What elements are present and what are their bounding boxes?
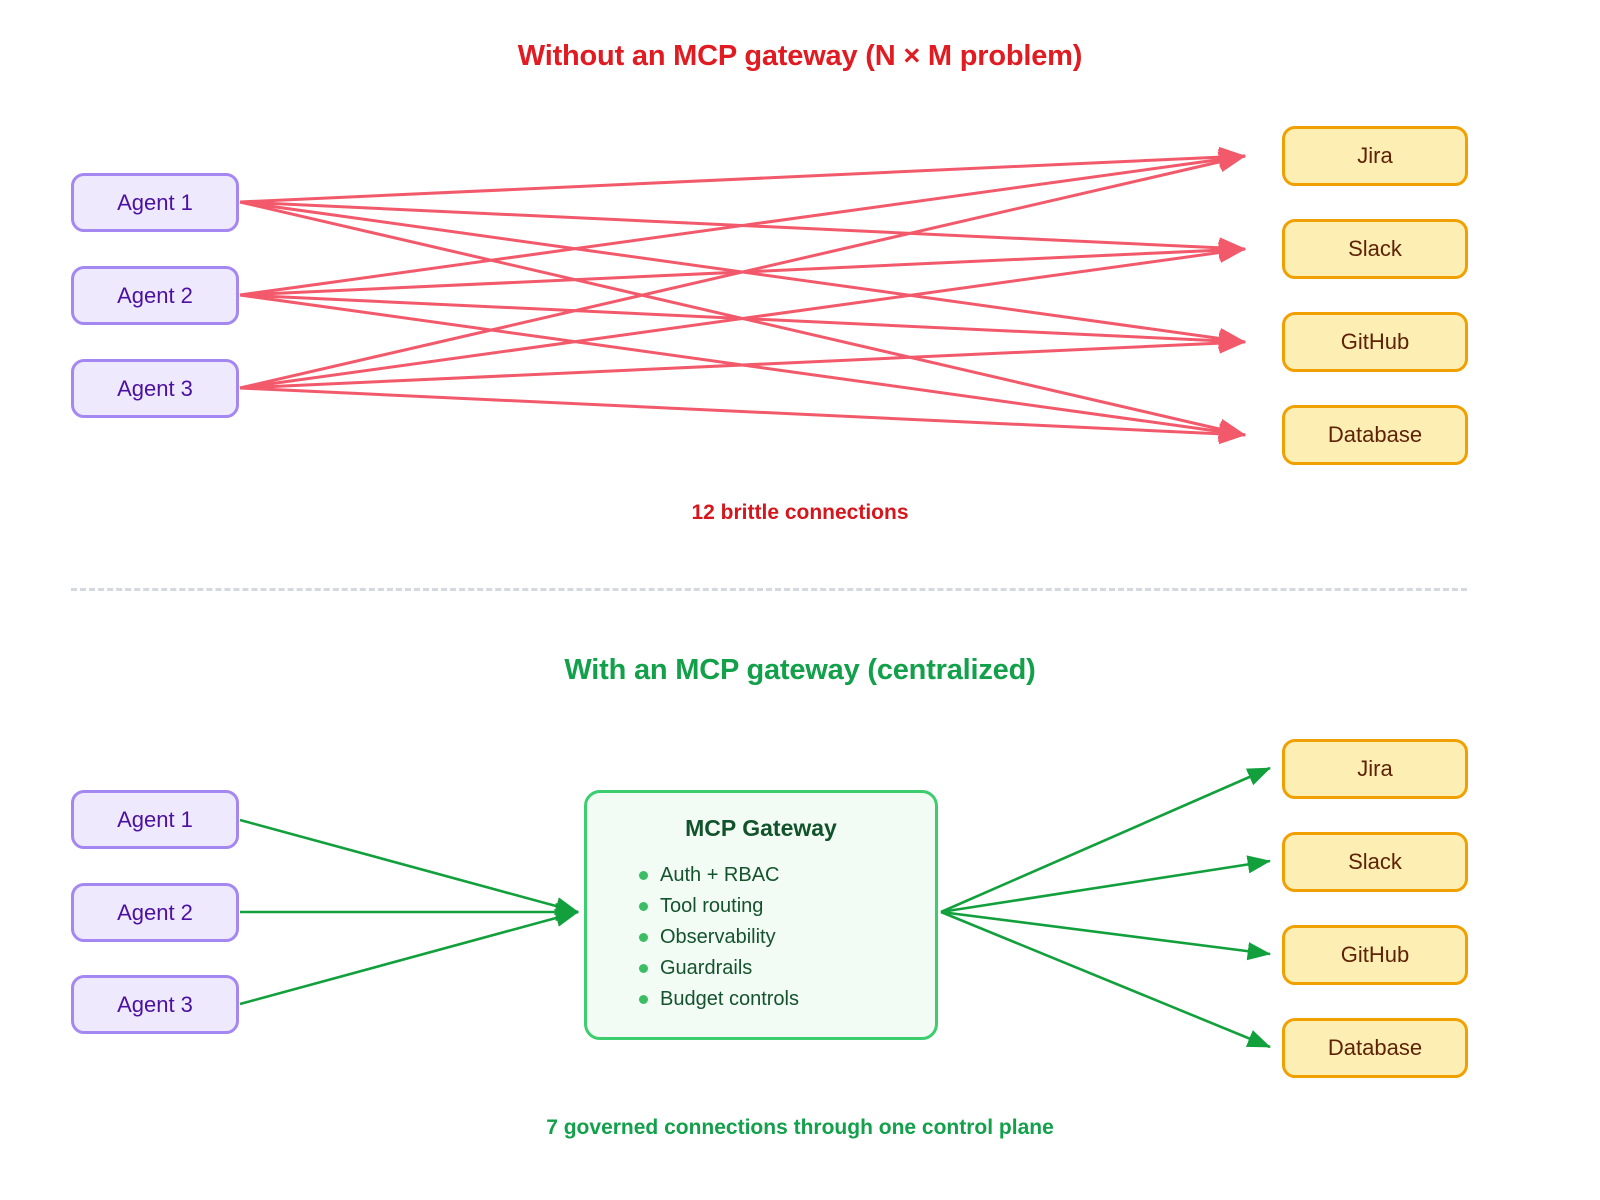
top-agent-1[interactable]: Agent 1 [71,173,239,232]
edge-agent2-slack [239,239,1247,297]
with-gateway-caption: 7 governed connections through one contr… [546,1116,1054,1139]
mcp-gateway-feature-list: Auth + RBAC Tool routing Observability G… [587,860,935,1015]
edge-gateway-jira [940,766,1271,914]
edge-agent1-github [239,200,1247,349]
top-agent-2[interactable]: Agent 2 [71,266,239,325]
edge-agent2-github [239,293,1247,352]
edge-agent3-gateway [239,909,580,1006]
edge-agent1-slack [239,200,1247,259]
edge-gateway-database [940,910,1271,1049]
bottom-tool-jira[interactable]: Jira [1282,739,1468,799]
edge-agent3-slack [239,242,1247,390]
bottom-agent-1[interactable]: Agent 1 [71,790,239,849]
bottom-agent-3[interactable]: Agent 3 [71,975,239,1034]
bottom-agent-2-label: Agent 2 [117,899,193,925]
top-agent-1-label: Agent 1 [117,189,193,215]
top-tool-github[interactable]: GitHub [1282,312,1468,372]
bottom-tool-github-label: GitHub [1340,942,1410,967]
top-tool-slack[interactable]: Slack [1282,219,1468,279]
bottom-tool-database[interactable]: Database [1282,1018,1468,1078]
bottom-tool-slack-label: Slack [1348,849,1402,874]
edges-gateway-to-tools [940,766,1272,1049]
bottom-agent-3-label: Agent 3 [117,991,193,1017]
gateway-feature-item: Auth + RBAC [639,860,935,891]
gateway-feature-label: Auth + RBAC [660,864,780,886]
edge-agent3-database [239,386,1247,445]
top-agent-3-label: Agent 3 [117,375,193,401]
without-gateway-title: Without an MCP gateway (N × M problem) [517,40,1083,72]
gateway-feature-item: Observability [639,922,935,953]
top-agent-2-label: Agent 2 [117,282,193,308]
top-tool-database[interactable]: Database [1282,405,1468,465]
edge-agent2-database [239,293,1247,442]
edge-agent1-jira [239,146,1247,204]
mcp-gateway-title: MCP Gateway [685,815,837,841]
bottom-tool-github[interactable]: GitHub [1282,925,1468,985]
mcp-gateway-box[interactable]: MCP Gateway Auth + RBAC Tool routing Obs… [584,790,938,1040]
gateway-feature-item: Budget controls [639,984,935,1015]
gateway-feature-label: Budget controls [660,988,799,1010]
gateway-feature-item: Tool routing [639,891,935,922]
top-tool-database-label: Database [1327,422,1423,447]
edge-agent1-database [239,200,1247,440]
bottom-agent-2[interactable]: Agent 2 [71,883,239,942]
bottom-tool-jira-label: Jira [1357,756,1393,781]
top-tool-slack-label: Slack [1348,236,1402,261]
bullet-icon [639,871,648,880]
bottom-agent-1-label: Agent 1 [117,806,193,832]
top-agent-3[interactable]: Agent 3 [71,359,239,418]
edge-gateway-github [940,910,1272,961]
with-gateway-title: With an MCP gateway (centralized) [564,654,1036,686]
edge-agent1-gateway [239,818,580,915]
edges-agents-to-gateway [239,818,580,1006]
gateway-feature-item: Guardrails [639,953,935,984]
bullet-icon [639,933,648,942]
edge-gateway-slack [940,855,1272,914]
edge-agent2-jira [239,149,1247,297]
top-tool-jira-label: Jira [1357,143,1393,168]
bullet-icon [639,964,648,973]
gateway-feature-label: Observability [660,926,776,948]
gateway-feature-label: Tool routing [660,895,764,917]
top-tool-jira[interactable]: Jira [1282,126,1468,186]
top-tool-github-label: GitHub [1340,329,1410,354]
bottom-tool-database-label: Database [1327,1035,1423,1060]
edge-agent3-github [239,332,1247,390]
bullet-icon [639,902,648,911]
gateway-feature-label: Guardrails [660,957,753,979]
edge-agent3-jira [239,151,1247,390]
section-divider [71,588,1467,591]
bullet-icon [639,995,648,1004]
bottom-tool-slack[interactable]: Slack [1282,832,1468,892]
without-gateway-caption: 12 brittle connections [691,501,909,524]
edges-without-gateway [239,146,1247,445]
